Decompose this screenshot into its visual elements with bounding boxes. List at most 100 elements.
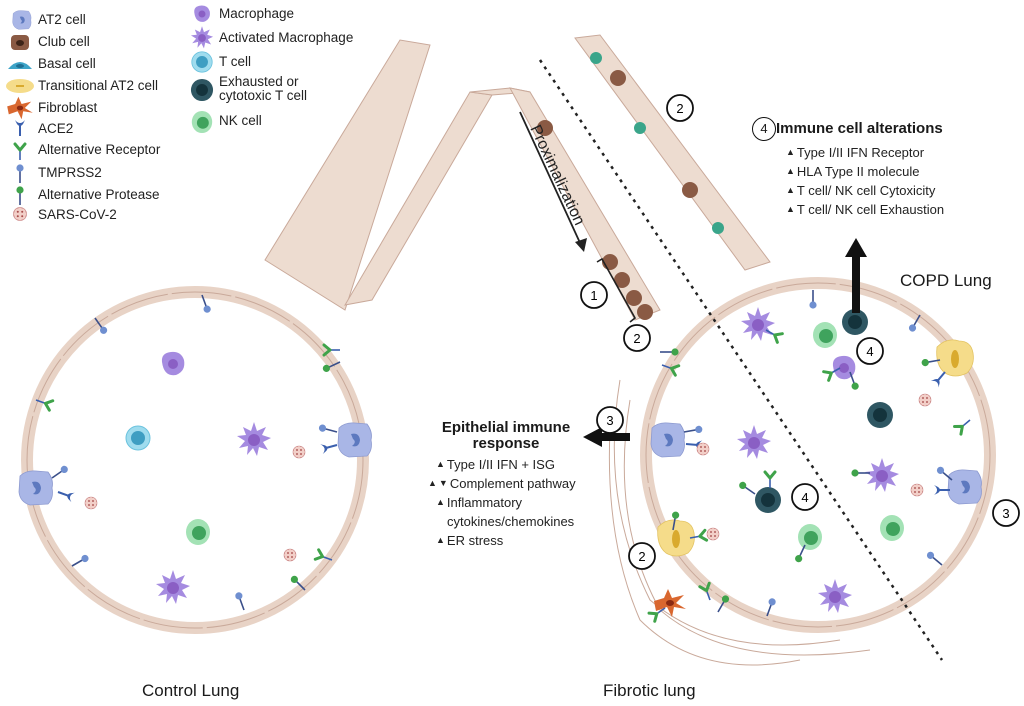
immune-item: ▲HLA Type II molecule [786,162,944,181]
legend-activated-macrophage-icon [190,26,214,49]
sars-cov-2-icon [84,496,98,510]
legend-label: Transitional AT2 cell [38,78,159,93]
legend-label-line: cytotoxic T cell [219,88,308,103]
immune-item-text: T cell/ NK cell Exhaustion [796,202,945,217]
legend-macrophage-icon [194,5,210,22]
activated-macrophage-icon [737,425,771,459]
activated-macrophage-icon [865,458,899,492]
nk-cell-icon [813,322,837,348]
copd-lung-title: COPD Lung [900,271,992,290]
fibrotic-copd-alveolus [509,34,996,666]
immune-item-text: T cell/ NK cell Cytoxicity [796,183,936,198]
epithelial-item-text: Type I/II IFN + ISG [446,457,555,472]
control-airway [264,39,531,311]
legend-label: T cell [219,54,252,69]
copd-airway [574,34,771,271]
epithelial-item-text: Complement pathway [449,476,576,491]
nk-cell-icon [186,519,210,545]
up-arrow-icon: ▲ [428,478,437,488]
immune-item: ▲Type I/II IFN Receptor [786,143,944,162]
up-arrow-icon: ▲ [436,535,445,545]
marker-2: 2 [666,94,694,122]
at2-cell-icon [337,422,372,458]
legend-label: NK cell [219,113,262,128]
immune-marker: 4 [752,117,776,141]
legend-label: Exhausted or cytotoxic T cell [219,75,307,103]
alternative-receptor-icon [953,414,975,436]
legend-label: SARS-CoV-2 [38,207,117,222]
proximalization-bracket [596,257,637,323]
legend-label: Alternative Protease [38,187,160,202]
up-arrow-icon: ▲ [436,459,445,469]
legend-transitional-at2-icon [6,79,34,93]
marker-2: 2 [628,542,656,570]
transitional-at2-cell-icon [936,339,974,377]
legend-t-cell-icon [191,51,213,73]
legend-label: ACE2 [38,121,74,136]
legend-label: Club cell [38,34,90,49]
marker-3: 3 [992,499,1020,527]
exhausted-t-cell-icon [867,402,893,428]
control-lung-alveolus [18,39,531,634]
legend-ace2-icon [14,119,26,137]
legend-club-cell-icon [11,35,29,50]
legend-alternative-receptor-icon [13,142,27,162]
marker-3: 3 [596,406,624,434]
legend-fibroblast-icon [7,96,33,120]
legend-label-line: Exhausted or [219,74,299,89]
alternative-receptor-icon [763,470,777,490]
down-arrow-icon: ▼ [438,478,448,488]
title-line: response [472,435,540,452]
immune-item: ▲T cell/ NK cell Cytoxicity [786,181,944,200]
sars-cov-2-icon [696,442,710,456]
transitional-at2-cell-icon [657,519,695,557]
tmprss2-icon [924,549,946,569]
legend-label: Basal cell [38,56,96,71]
t-cell-icon [125,425,151,451]
sars-cov-2-icon [910,483,924,497]
epithelial-item: cytokines/chemokines [428,512,576,531]
marker-4: 4 [791,483,819,511]
activated-macrophage-icon [237,422,271,456]
legend-sars-cov-2-icon [13,207,27,221]
svg-text:3: 3 [606,413,613,428]
svg-text:2: 2 [633,331,640,346]
epithelial-item: ▲Inflammatory [428,493,576,512]
immune-alterations-list: ▲Type I/II IFN Receptor ▲HLA Type II mol… [786,143,944,219]
legend-exhausted-t-cell-icon [190,78,214,102]
nk-cell-icon [798,524,822,550]
epithelial-response-title: Epithelial immune response [436,420,576,452]
svg-text:4: 4 [801,490,808,505]
up-arrow-icon: ▲ [786,147,795,157]
up-arrow-icon: ▲ [786,204,795,214]
sars-cov-2-icon [292,445,306,459]
marker-1: 1 [580,281,608,309]
legend-at2-cell-icon [12,10,32,30]
sars-cov-2-icon [283,548,297,562]
legend-basal-cell-icon [8,62,32,69]
legend-label: Activated Macrophage [219,30,354,45]
epithelial-item: ▲▼Complement pathway [428,474,576,493]
epithelial-item: ▲ER stress [428,531,576,550]
legend-nk-cell-icon [191,110,213,134]
legend-label: AT2 cell [38,12,86,27]
legend-tmprss2-icon [15,163,25,184]
marker-2: 2 [623,324,651,352]
at2-cell-icon [947,469,982,505]
tmprss2-icon [808,289,818,310]
immune-item: ▲T cell/ NK cell Exhaustion [786,200,944,219]
svg-text:4: 4 [866,344,873,359]
proximalization-arrow [519,111,587,252]
sars-cov-2-icon [706,527,720,541]
control-lung-title: Control Lung [142,681,240,700]
legend-icons [6,5,214,221]
activated-macrophage-icon [741,307,775,341]
immune-item-text: Type I/II IFN Receptor [796,145,925,160]
exhausted-t-cell-icon [755,487,781,513]
tmprss2-icon [49,463,71,482]
fibrotic-lung-title: Fibrotic lung [603,681,696,700]
tmprss2-icon [233,590,249,613]
nk-cell-icon [880,515,904,541]
legend-label: Macrophage [219,6,295,21]
svg-text:1: 1 [590,288,597,303]
